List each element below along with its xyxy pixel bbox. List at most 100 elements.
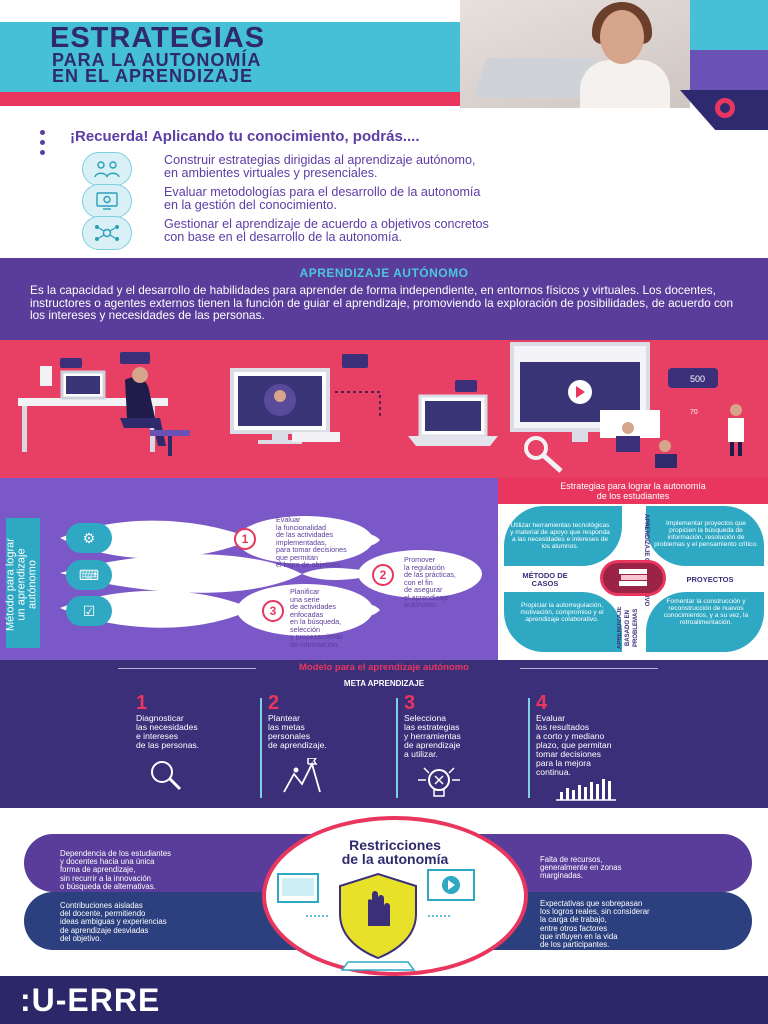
step-number: 4 [536, 692, 548, 714]
step-line: a utilizar. [404, 749, 438, 759]
restricciones-title: Restricciones de la autonomía [262, 838, 528, 866]
header: ESTRATEGIAS PARA LA AUTONOMÍA EN EL APRE… [0, 0, 768, 130]
restriccion-line: del objetivo. [60, 933, 102, 943]
metodo-step-text: Promover la regulación de las prácticas,… [404, 556, 484, 609]
metodo-step-line: de las prácticas, [404, 570, 456, 579]
deco-purple-block [690, 50, 768, 90]
restriccion-line: que influyen en la vida [540, 931, 618, 941]
recuerda-item-text: Gestionar el aprendizaje de acuerdo a ob… [164, 218, 684, 244]
network-icon [82, 216, 132, 250]
step-line: Evaluar [536, 713, 566, 723]
laptop-shape [473, 58, 597, 98]
restriccion-line: del docente, permitiendo [60, 909, 146, 919]
estrategias-heading: Estrategias para lograr la autonomía de … [498, 478, 768, 504]
step-line: personales [268, 731, 311, 741]
bar-chart-icon [554, 776, 616, 812]
metodo-step-line: enfocadas [290, 609, 324, 619]
step-line: las estrategias [404, 722, 460, 732]
recuerda-item-line: Evaluar metodologías para el desarrollo … [164, 185, 481, 199]
restricciones-section: Restricciones de la autonomía Dependenci… [0, 808, 768, 976]
u-erre-logo: :U-ERRE [20, 982, 161, 1018]
step-line: para la mejora [536, 758, 591, 768]
restriccion-line: Contribuciones aisladas [60, 901, 143, 910]
restriccion-line: Expectativas que sobrepasan [540, 899, 643, 908]
quadrant-bottom-right [646, 592, 764, 652]
divider-line [118, 668, 256, 669]
metodo-step-number: 1 [234, 528, 256, 550]
metodo-step-line: de asegurar [404, 585, 443, 594]
step-line: de aprendizaje. [268, 740, 327, 750]
brain-gear-icon: ⚙ [66, 523, 112, 553]
deco-cyan-block [690, 0, 768, 50]
restriccion-line: la carga de trabajo, [540, 915, 607, 925]
metodo-step-line: implementadas, [276, 537, 327, 547]
metodo-step-line: selección [290, 624, 320, 634]
step-line: Diagnosticar [136, 713, 184, 723]
magnifier-icon [146, 758, 196, 794]
metodo-label-line: un aprendizaje autónomo [15, 548, 39, 621]
header-cyan-band [0, 22, 520, 92]
recuerda-item-line: en ambientes virtuales y presenciales. [164, 166, 378, 180]
metodo-step-line: en la búsqueda, [290, 617, 342, 626]
estrategias-heading-line: Estrategias para lograr la autonomía [560, 481, 706, 491]
recuerda-item-line: Gestionar el aprendizaje de acuerdo a ob… [164, 217, 489, 231]
metodo-step-line: y procesamiento [290, 632, 343, 641]
step-line: continua. [536, 767, 571, 777]
lightbulb-tools-icon [414, 766, 464, 802]
quadrant-bottom-left [504, 592, 622, 652]
title-line-1: ESTRATEGIAS [50, 22, 266, 54]
step-line: las metas [268, 722, 305, 732]
title-lines-2-3: PARA LA AUTONOMÍA EN EL APRENDIZAJE [52, 51, 261, 85]
checklist-icon: ☑ [66, 596, 112, 626]
label-metodo-casos: MÉTODO DE CASOS [522, 571, 568, 588]
step-line: de las personas. [136, 740, 200, 750]
modelo-section: Modelo para el aprendizaje autónomo META… [0, 660, 768, 808]
modelo-step: 2 Plantear las metas personales de apren… [260, 692, 386, 802]
section-heading: APRENDIZAJE AUTÓNOMO [299, 266, 469, 280]
step-number: 3 [404, 692, 416, 714]
metodo-step-number: 2 [372, 564, 394, 586]
estrategias-section: Estrategias para lograr la autonomía de … [498, 478, 768, 660]
step-line: tomar decisiones [536, 749, 601, 759]
restriccion-line: Dependencia de los estudiantes [60, 849, 171, 858]
step-line: los resultados [536, 722, 590, 732]
recuerda-item: Gestionar el aprendizaje de acuerdo a ob… [82, 216, 742, 256]
shield-hand-icon [268, 866, 488, 974]
metodo-step-line: para tomar decisiones [276, 545, 347, 554]
metodo-step-line: Evaluar [276, 515, 301, 524]
metodo-step-line: autónomo. [404, 600, 438, 609]
step-line: a corto y mediano [536, 731, 605, 741]
goal-flag-icon [278, 757, 328, 794]
step-line: de aprendizaje [404, 740, 461, 750]
step-bar [260, 698, 262, 798]
section-paragraph: Es la capacidad y el desarrollo de habil… [30, 283, 734, 322]
step-line: las necesidades [136, 722, 198, 732]
step-line: Plantear [268, 713, 301, 723]
restriccion-text-right-bottom: Expectativas que sobrepasan los logros r… [540, 899, 740, 950]
person-shirt [580, 60, 670, 108]
person-laptop-icon: ⌨ [66, 560, 112, 590]
aprendizaje-autonomo-section: APRENDIZAJE AUTÓNOMO Es la capacidad y e… [0, 258, 768, 340]
screen-gear-icon [82, 184, 132, 218]
study-scenes-illustration: 500 70 [18, 342, 744, 473]
step-number: 1 [136, 692, 148, 714]
restriccion-line: entre otros factores [540, 923, 608, 933]
metodo-step-line: que permitan [276, 552, 318, 562]
metodo-step-line: el logro de objetivos. [276, 560, 342, 569]
metodo-step-line: Planificar [290, 587, 320, 596]
badge-70: 70 [690, 409, 698, 416]
recuerda-item-text: Evaluar metodologías para el desarrollo … [164, 186, 684, 212]
restriccion-line: ideas ambiguas y experiencias [60, 917, 167, 927]
metodo-step-text: Planificar una serie de actividades enfo… [276, 588, 362, 648]
estrategias-heading-line: de los estudiantes [596, 491, 670, 501]
step-line: y herramientas [404, 731, 461, 741]
restriccion-line: de los participantes. [540, 940, 610, 950]
metodo-step-line: de información. [290, 639, 340, 649]
modelo-meta: META APRENDIZAJE [343, 679, 425, 688]
metodo-step-line: la regulación [404, 562, 445, 572]
recuerda-item-text: Construir estrategias dirigidas al apren… [164, 154, 684, 180]
header-photo-woman-laptop [460, 0, 690, 108]
metodo-diagram [6, 516, 482, 648]
